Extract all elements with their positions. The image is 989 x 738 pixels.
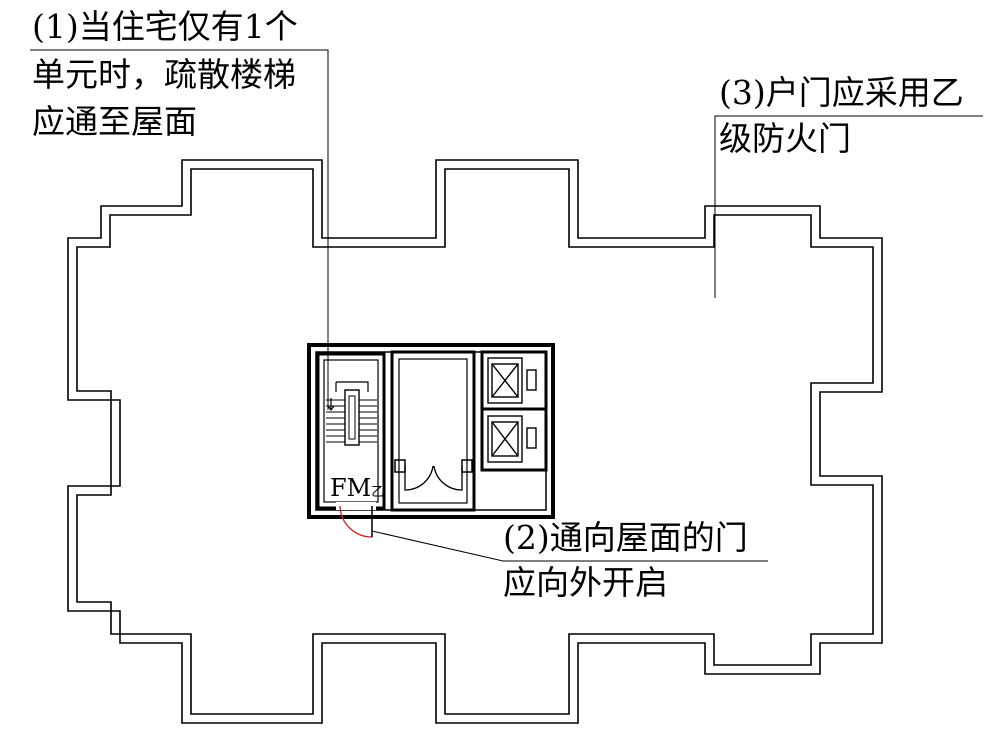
stairwell [316, 352, 386, 510]
roof-access-door: FM乙 [330, 474, 384, 538]
stair-treads [326, 399, 377, 443]
annotation-3-leader [714, 115, 983, 298]
door-label: FM乙 [330, 474, 384, 502]
elevator-lobby [390, 350, 476, 512]
annotation-1-leader [30, 49, 329, 410]
elevator-car-1 [487, 357, 537, 404]
outer-wall-line [67, 159, 883, 724]
core-outer-wall [307, 343, 555, 519]
annotation-1-line-2: 单元时，疏散楼梯 [32, 55, 296, 94]
stair-direction-arrow [327, 398, 335, 411]
building-outline [67, 159, 883, 724]
lobby-double-door-swing [404, 465, 463, 491]
lobby-door-jamb-left [394, 459, 406, 473]
annotation-2-leader [371, 530, 768, 562]
annotation-1-line-3: 应通至屋面 [32, 102, 197, 141]
stair-landing [335, 381, 369, 392]
annotation-3: (3)户门应采用乙 级防火门 [714, 73, 983, 298]
inner-wall-line [76, 168, 874, 715]
elevator-car-2 [487, 415, 537, 463]
door-swing-arc [339, 505, 373, 538]
annotation-2-line-1: (2)通向屋面的门 [503, 518, 748, 557]
annotation-2-line-2: 应向外开启 [503, 563, 668, 602]
annotation-1: (1)当住宅仅有1个 单元时，疏散楼梯 应通至屋面 [30, 7, 329, 410]
annotation-3-line-2: 级防火门 [719, 119, 851, 158]
building-core [307, 343, 555, 519]
annotation-1-line-1: (1)当住宅仅有1个 [32, 7, 298, 46]
stair-well-core [344, 389, 360, 446]
annotation-2: (2)通向屋面的门 应向外开启 [371, 518, 768, 602]
annotation-3-line-1: (3)户门应采用乙 [719, 73, 964, 112]
elevator-shafts [480, 350, 548, 472]
